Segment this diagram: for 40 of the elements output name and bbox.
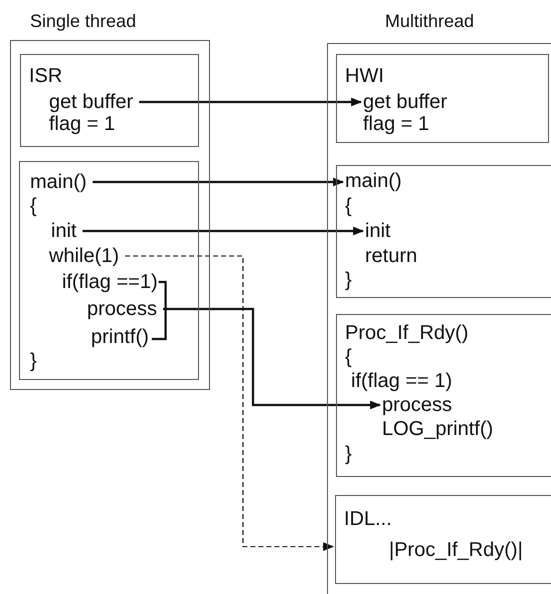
column-heading: Single thread: [30, 10, 136, 32]
code-line: ISR: [29, 65, 62, 87]
code-line: }: [345, 443, 352, 465]
code-line: LOG_printf(): [382, 418, 494, 440]
code-line: if(flag == 1): [351, 370, 452, 392]
code-line: process: [382, 394, 452, 416]
code-line: return: [365, 245, 418, 267]
code-block-box: [336, 54, 549, 143]
arrow: [92, 178, 344, 186]
code-line: get buffer: [363, 91, 448, 113]
arrow: [139, 98, 362, 106]
code-line: Proc_If_Rdy(): [345, 322, 468, 344]
code-line: process: [87, 298, 158, 320]
code-line: {: [345, 195, 352, 217]
code-block-box: [336, 165, 551, 298]
code-line: }: [30, 350, 37, 372]
code-line: main(): [345, 170, 402, 192]
code-line: {: [30, 195, 37, 217]
code-line: }: [345, 269, 352, 291]
code-line: init: [365, 220, 391, 242]
code-block-box: [335, 495, 551, 584]
code-line: flag = 1: [363, 113, 430, 135]
code-line: if(flag ==1): [62, 271, 158, 293]
code-block-box: [20, 54, 199, 147]
code-line: {: [345, 346, 352, 368]
code-line: printf(): [91, 326, 149, 348]
arrow: [82, 226, 364, 236]
code-line: HWI: [345, 65, 384, 87]
column-heading: Multithread: [385, 10, 474, 32]
arrow: [163, 308, 382, 410]
code-line: IDL...: [344, 508, 392, 530]
code-line: get buffer: [49, 91, 134, 113]
code-block-box: [336, 314, 551, 477]
arrow: [125, 255, 334, 552]
code-line: flag = 1: [49, 113, 116, 135]
code-line: main(): [30, 171, 87, 193]
code-line: |Proc_If_Rdy()|: [389, 539, 523, 561]
code-line: init: [51, 220, 77, 242]
code-block-box: [19, 161, 199, 380]
code-line: while(1): [49, 245, 120, 267]
